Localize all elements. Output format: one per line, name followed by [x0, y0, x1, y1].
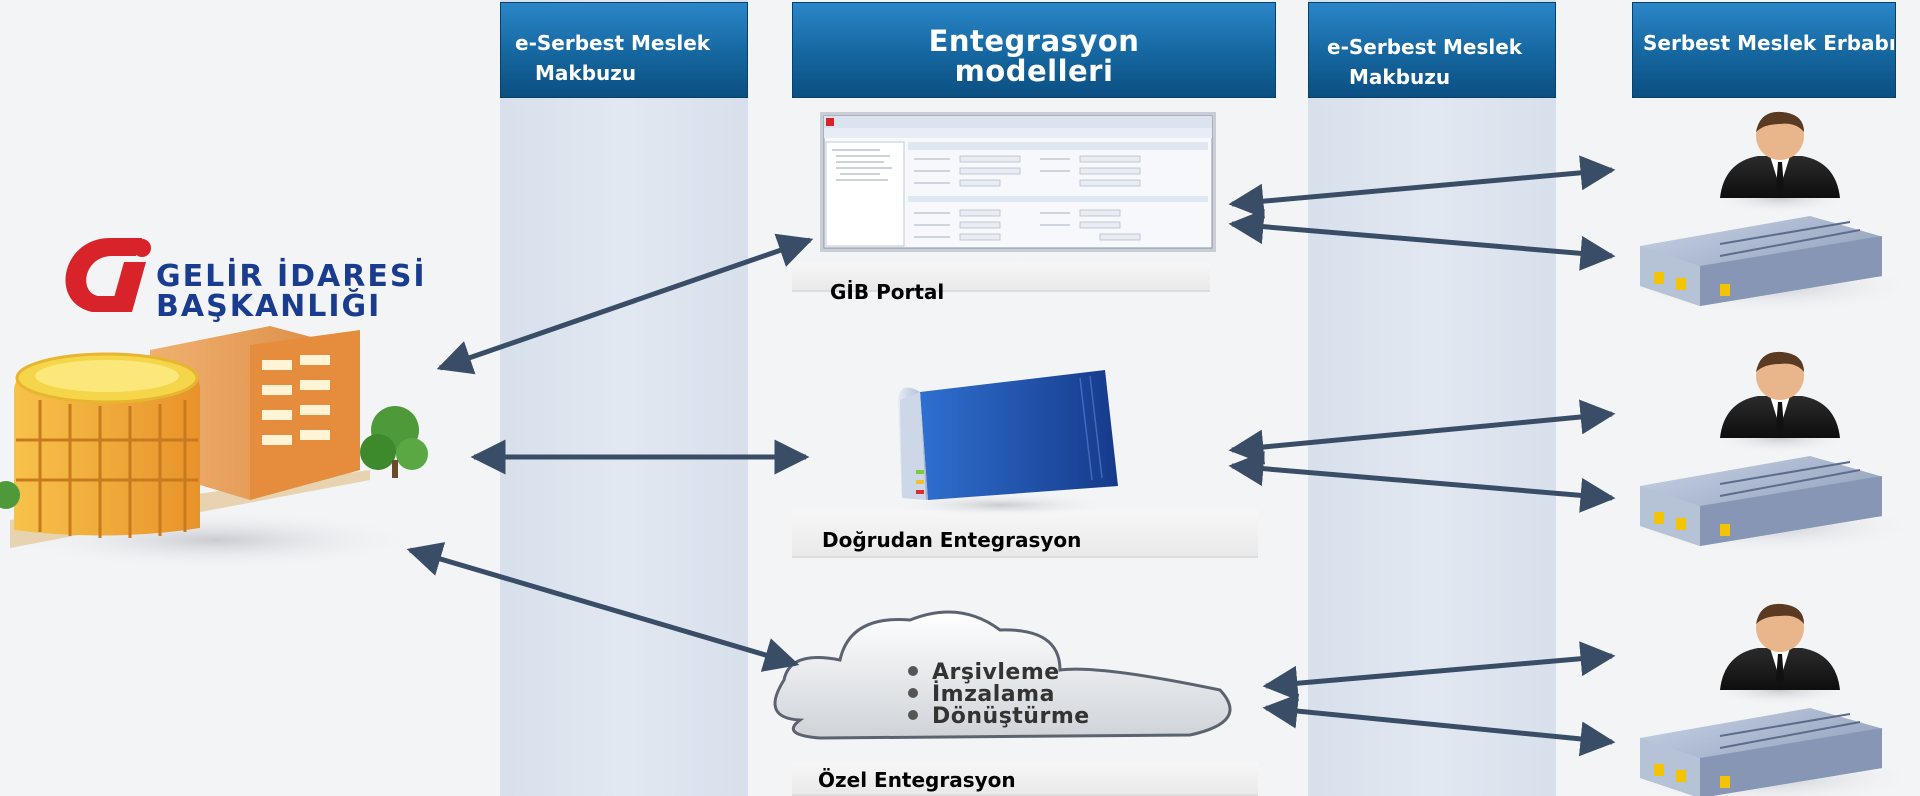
- cloud-item-signing: İmzalama: [908, 682, 1055, 707]
- arrow-private-person: [1262, 641, 1616, 701]
- bullet-icon: [908, 666, 918, 676]
- server-icon: [890, 370, 1118, 517]
- bullet-icon: [908, 710, 918, 720]
- arrow-direct-factory: [1228, 451, 1616, 513]
- arrow-private-factory: [1262, 693, 1616, 757]
- factory-icon: [1620, 456, 1920, 554]
- bullet-icon: [908, 688, 918, 698]
- businessman-icon: [1710, 351, 1850, 454]
- portal-label-plate: [792, 262, 1210, 292]
- arrows: [406, 155, 1616, 757]
- header-line-2: modelleri: [954, 54, 1114, 88]
- cloud-item-label: Dönüştürme: [932, 704, 1090, 729]
- private-label: Özel Entegrasyon: [818, 768, 1016, 792]
- header-freelancer: Serbest Meslek Erbabı: [1632, 2, 1896, 98]
- businessman-icon: [1710, 111, 1850, 214]
- arrow-portal-person: [1228, 155, 1616, 219]
- cloud-item-label: Arşivleme: [932, 660, 1060, 685]
- factory-icon: [1620, 216, 1920, 314]
- portal-screenshot-icon: [820, 112, 1216, 252]
- gib-logo-line-2: BAŞKANLIĞI: [156, 289, 382, 324]
- header-line-2: Makbuzu: [535, 61, 637, 85]
- header-line-1: Entegrasyon: [928, 24, 1140, 58]
- cloud-item-converting: Dönüştürme: [908, 704, 1090, 729]
- direct-label: Doğrudan Entegrasyon: [822, 528, 1082, 552]
- header-e-smm-right: e-Serbest Meslek Makbuzu: [1308, 2, 1556, 98]
- header-integration-models: Entegrasyon modelleri: [792, 2, 1276, 98]
- gib-logo-line-1: GELİR İDARESİ: [156, 259, 427, 294]
- header-line-1: Serbest Meslek Erbabı: [1643, 31, 1896, 55]
- private-label-plate: [792, 762, 1258, 796]
- header-line-1: e-Serbest Meslek: [515, 31, 711, 55]
- businessman-icon: [1710, 603, 1850, 706]
- factory-icon: [1620, 708, 1920, 796]
- arrow-direct-person: [1228, 399, 1616, 465]
- arrow-portal-factory: [1228, 209, 1616, 271]
- arrow-gib-portal: [436, 233, 814, 375]
- gib-logo-icon: [65, 238, 151, 312]
- cloud-item-archiving: Arşivleme: [908, 660, 1060, 685]
- header-e-smm-left: e-Serbest Meslek Makbuzu: [500, 2, 748, 98]
- header-line-1: e-Serbest Meslek: [1327, 35, 1523, 59]
- header-line-2: Makbuzu: [1349, 65, 1451, 89]
- government-building-icon: [0, 326, 428, 570]
- direct-label-plate: [792, 510, 1258, 558]
- cloud-item-label: İmzalama: [932, 682, 1055, 707]
- arrow-gib-private: [406, 542, 800, 672]
- portal-label: GİB Portal: [830, 280, 945, 304]
